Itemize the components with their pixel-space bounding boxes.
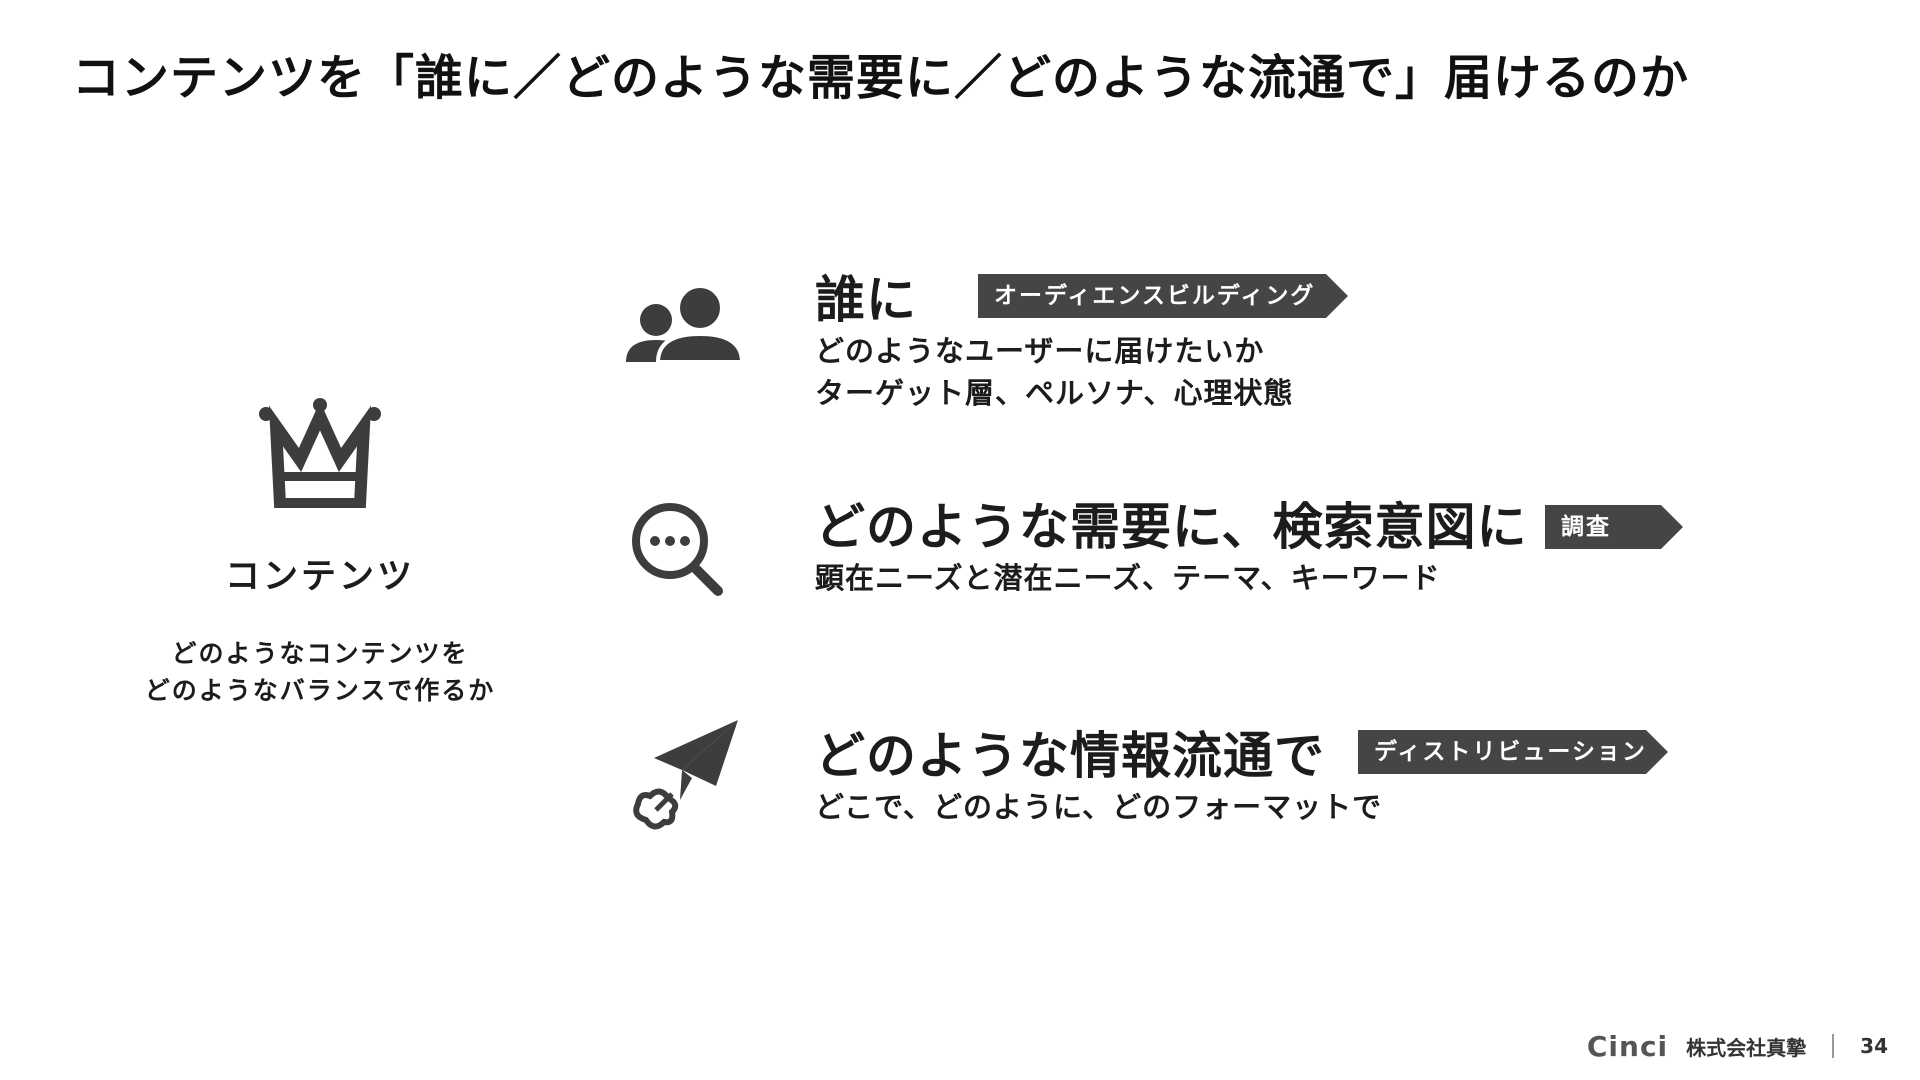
row-demand: どのような需要に、検索意図に 顕在ニーズと潜在ニーズ、テーマ、キーワード 調査 (620, 497, 1780, 657)
row-desc-line: 顕在ニーズと潜在ニーズ、テーマ、キーワード (815, 561, 1441, 595)
contents-label: コンテンツ (224, 557, 415, 597)
contents-section: コンテンツ どのようなコンテンツを どのようなバランスで作るか (100, 398, 540, 709)
row-who-body: 誰に どのようなユーザーに届けたいか ターゲット層、ペルソナ、心理状態 (815, 270, 1294, 414)
company-name: 株式会社真摯 (1686, 1035, 1807, 1060)
tag-distribution: ディストリビューション (1358, 730, 1668, 774)
row-desc-line: どのようなユーザーに届けたいか (815, 334, 1265, 368)
footer-divider (1832, 1034, 1835, 1058)
page-title: コンテンツを「誰に／どのような需要に／どのような流通で」届けるのか (72, 50, 1690, 106)
row-heading: どのような需要に、検索意図に (815, 498, 1528, 556)
paper-plane-icon (633, 720, 738, 830)
row-heading: 誰に (815, 271, 917, 329)
company-logo: Cinci (1586, 1029, 1669, 1063)
row-distribution-body: どのような情報流通で どこで、どのように、どのフォーマットで (815, 726, 1382, 828)
footer: Cinci 株式会社真摯 34 (1587, 1026, 1888, 1066)
contents-desc-line: どのようなバランスで作るか (144, 676, 496, 705)
row-heading: どのような情報流通で (815, 727, 1325, 785)
tag-audience-building: オーディエンスビルディング (978, 274, 1348, 318)
contents-description: どのようなコンテンツを どのようなバランスで作るか (100, 635, 540, 709)
row-desc-line: ターゲット層、ペルソナ、心理状態 (815, 376, 1294, 410)
page-number: 34 (1860, 1034, 1888, 1058)
row-who: 誰に どのようなユーザーに届けたいか ターゲット層、ペルソナ、心理状態 オーディ… (620, 270, 1780, 430)
row-distribution: どのような情報流通で どこで、どのように、どのフォーマットで ディストリビューシ… (620, 720, 1780, 886)
row-description: 顕在ニーズと潜在ニーズ、テーマ、キーワード (815, 557, 1528, 599)
row-demand-body: どのような需要に、検索意図に 顕在ニーズと潜在ニーズ、テーマ、キーワード (815, 497, 1528, 599)
row-description: どこで、どのように、どのフォーマットで (815, 786, 1382, 828)
crown-icon (259, 398, 381, 508)
users-icon (626, 284, 740, 364)
tag-research: 調査 (1545, 505, 1683, 549)
search-chat-icon (632, 503, 723, 596)
row-desc-line: どこで、どのように、どのフォーマットで (815, 790, 1383, 824)
contents-desc-line: どのようなコンテンツを (171, 639, 469, 668)
row-description: どのようなユーザーに届けたいか ターゲット層、ペルソナ、心理状態 (815, 330, 1294, 414)
